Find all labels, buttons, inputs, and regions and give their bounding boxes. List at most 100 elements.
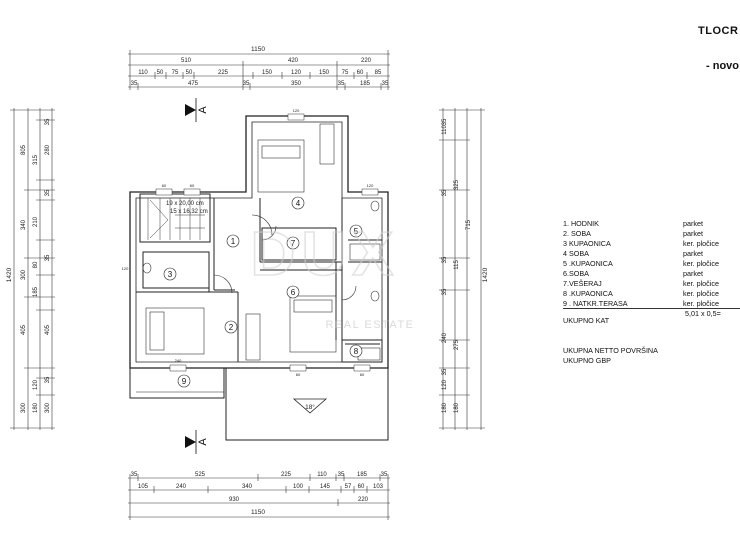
svg-text:A: A [197,438,209,446]
stair-label-1: 19 x 20,00 cm [166,201,204,207]
svg-text:210: 210 [33,216,39,227]
svg-text:50: 50 [186,70,193,76]
svg-text:185: 185 [33,286,39,297]
right-dimensions [439,108,485,430]
svg-text:150: 150 [262,70,273,76]
svg-text:105: 105 [138,484,149,490]
svg-text:60: 60 [357,70,364,76]
svg-text:315: 315 [33,154,39,165]
svg-text:18°: 18° [305,403,315,411]
svg-text:280: 280 [45,144,51,155]
svg-text:180: 180 [442,402,448,413]
svg-text:120: 120 [293,108,300,113]
svg-text:350: 350 [291,81,302,87]
svg-text:85: 85 [375,70,382,76]
room-9: 9 [177,374,191,388]
room-2: 2 [224,320,238,334]
svg-text:110: 110 [442,125,448,135]
svg-text:35: 35 [45,118,51,125]
svg-text:35: 35 [442,118,448,125]
svg-text:35: 35 [338,81,345,87]
svg-text:60: 60 [360,372,365,377]
svg-text:1: 1 [231,237,236,246]
svg-text:75: 75 [342,70,349,76]
svg-text:35: 35 [381,472,388,478]
dim-left-labels: 1420 805 340 300 405 300 315 210 80 185 … [6,118,51,413]
svg-text:3: 3 [168,270,173,279]
svg-text:35: 35 [45,189,51,196]
svg-text:180: 180 [454,402,460,413]
svg-text:9: 9 [182,377,187,386]
svg-text:35: 35 [45,376,51,383]
dim-bottom-row1: 35 525 225 110 35 185 35 [131,472,388,478]
watermark: DUX REAL ESTATE [250,219,413,331]
right-ticks [439,109,485,429]
left-dimensions [10,108,55,430]
room-6: 6 [286,285,300,299]
dim-top-row2: 510 420 220 [181,58,372,64]
svg-text:60: 60 [296,372,301,377]
stair-label-2: 15 x 16,32 cm [170,209,208,215]
svg-text:240: 240 [176,484,187,490]
svg-text:475: 475 [188,81,199,87]
svg-text:4: 4 [296,199,301,208]
svg-text:35: 35 [243,81,250,87]
dim-right-labels: 1420 715 325 115 275 180 110 240 120 180… [442,118,489,413]
svg-text:7: 7 [291,239,296,248]
svg-text:120: 120 [33,379,39,390]
svg-text:100: 100 [293,484,304,490]
svg-text:275: 275 [454,339,460,350]
room-1: 1 [226,234,240,248]
svg-text:DUX: DUX [251,220,400,289]
total-floor: UKUPNO KAT [563,316,610,325]
svg-text:240: 240 [442,332,448,343]
svg-text:120: 120 [442,379,448,390]
room-labels: 1 2 3 4 5 6 7 8 9 [163,196,363,388]
svg-text:185: 185 [357,472,368,478]
svg-text:60: 60 [358,484,365,490]
svg-text:120: 120 [122,266,129,271]
svg-text:325: 325 [454,179,460,190]
dim-bottom-total: 1150 [251,509,265,516]
svg-text:240: 240 [175,358,182,363]
svg-text:35: 35 [131,472,138,478]
room-5: 5 [349,224,363,238]
svg-text:300: 300 [21,402,27,413]
svg-text:8: 8 [354,347,359,356]
dim-bottom-row2: 105 240 340 100 145 57 60 103 [138,484,384,490]
section-marker-bottom: A [185,430,209,454]
svg-text:930: 930 [229,497,240,503]
slope-indicator: 18° [292,398,328,414]
bottom-ticks [129,474,389,520]
dim-bottom-row3: 930 220 [229,497,369,503]
svg-text:35: 35 [338,472,345,478]
net-area: UKUPNA NETTO POVRŠINA [563,346,658,355]
svg-text:110: 110 [317,472,327,478]
dim-top-total: 1150 [251,46,265,53]
svg-text:103: 103 [373,484,384,490]
svg-text:115: 115 [454,260,460,270]
room-4: 4 [291,196,305,210]
svg-text:110: 110 [138,70,148,76]
svg-text:6: 6 [291,288,296,297]
svg-text:50: 50 [157,70,164,76]
svg-text:35: 35 [442,368,448,375]
gbp-total: UKUPNO GBP [563,356,611,365]
svg-text:340: 340 [242,484,253,490]
top-dimensions [128,50,390,90]
svg-text:525: 525 [195,472,206,478]
svg-text:35: 35 [442,288,448,295]
svg-text:715: 715 [466,219,472,230]
svg-text:805: 805 [21,144,27,155]
top-ticks [129,50,389,90]
svg-text:120: 120 [367,183,374,188]
svg-text:75: 75 [172,70,179,76]
svg-text:145: 145 [320,484,331,490]
drawing-title: TLOCR [698,25,739,37]
svg-text:220: 220 [358,497,369,503]
svg-text:35: 35 [382,81,389,87]
svg-text:A: A [197,106,209,114]
svg-text:35: 35 [45,254,51,261]
svg-text:510: 510 [181,58,192,64]
svg-text:35: 35 [131,81,138,87]
